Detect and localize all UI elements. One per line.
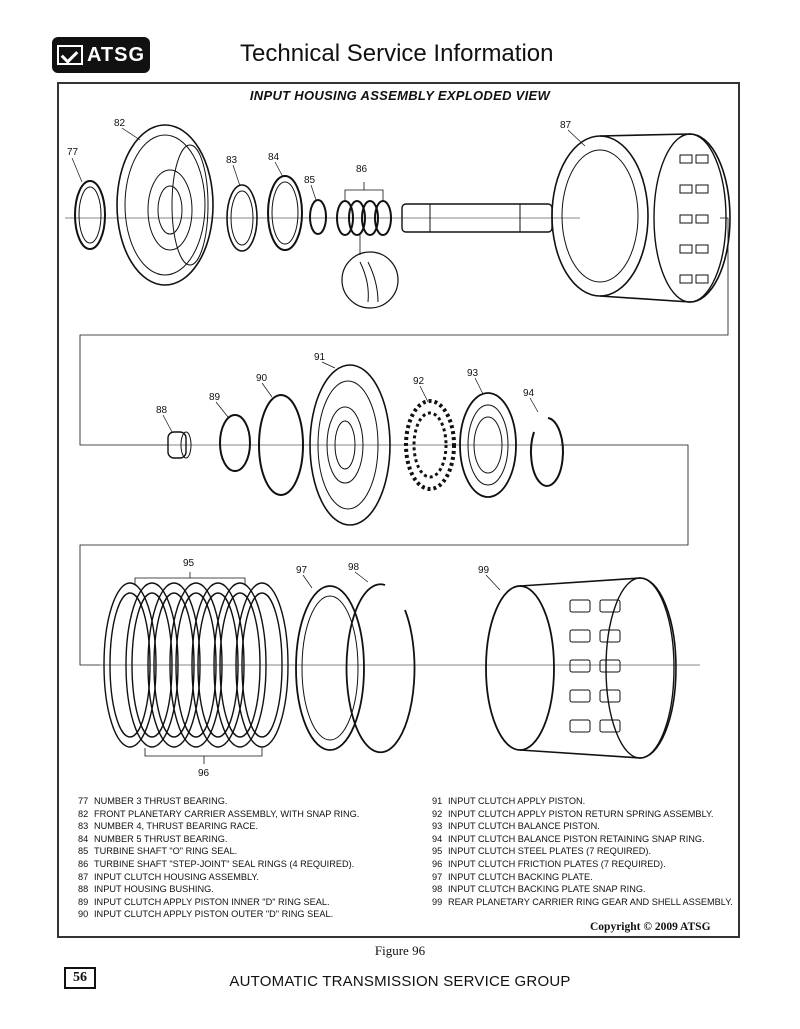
diagram-title: INPUT HOUSING ASSEMBLY EXPLODED VIEW [249,88,551,103]
part-86-seal-rings [336,182,399,309]
callout-90: 90 [256,373,268,384]
footer-text: AUTOMATIC TRANSMISSION SERVICE GROUP [229,973,571,990]
callout-88: 88 [156,405,168,416]
callout-91: 91 [314,352,326,363]
callout-97: 97 [296,565,308,576]
callout-93: 93 [467,368,479,379]
figure-caption: Figure 96 [374,943,426,958]
callout-96: 96 [198,768,210,779]
callout-87: 87 [560,120,572,131]
callout-95: 95 [183,558,195,569]
part-97-backing-plate [295,585,365,751]
part-95-96-clutch-pack [103,572,289,764]
callout-84: 84 [268,152,280,163]
logo-text: ATSG [86,43,146,66]
callout-86: 86 [356,164,368,175]
part-83-bearing-race [226,184,258,252]
callout-92: 92 [413,376,425,387]
part-82-planetary-carrier [116,124,214,286]
page-number: 56 [64,967,96,989]
part-89-inner-d-ring [219,414,251,472]
callout-99: 99 [478,565,490,576]
part-84-thrust-bearing [267,175,303,251]
part-90-outer-d-ring [258,394,304,496]
callout-89: 89 [209,392,221,403]
part-92-return-spring [404,399,456,491]
part-94-snap-ring [529,417,564,487]
callout-77: 77 [67,147,79,158]
part-87-clutch-housing [401,133,731,303]
callout-85: 85 [304,175,316,186]
flow-line-2 [79,444,689,666]
callout-94: 94 [523,388,535,399]
part-93-balance-piston [459,392,517,498]
part-98-snap-ring [345,583,416,754]
copyright: Copyright © 2009 ATSG [590,921,711,933]
callout-leaders [71,127,586,591]
diagram-frame [57,82,740,938]
page-title: Technical Service Information [240,40,554,67]
part-99-ring-gear-shell [485,577,677,759]
atsg-logo: ATSG [52,37,150,73]
callout-82: 82 [114,118,126,129]
part-77-thrust-bearing [74,180,106,250]
callout-98: 98 [348,562,360,573]
part-85-o-ring [309,199,327,235]
callout-83: 83 [226,155,238,166]
part-88-bushing [167,431,192,459]
part-91-apply-piston [309,364,391,526]
checkmark-icon [56,45,83,65]
flow-line-1 [79,217,729,446]
